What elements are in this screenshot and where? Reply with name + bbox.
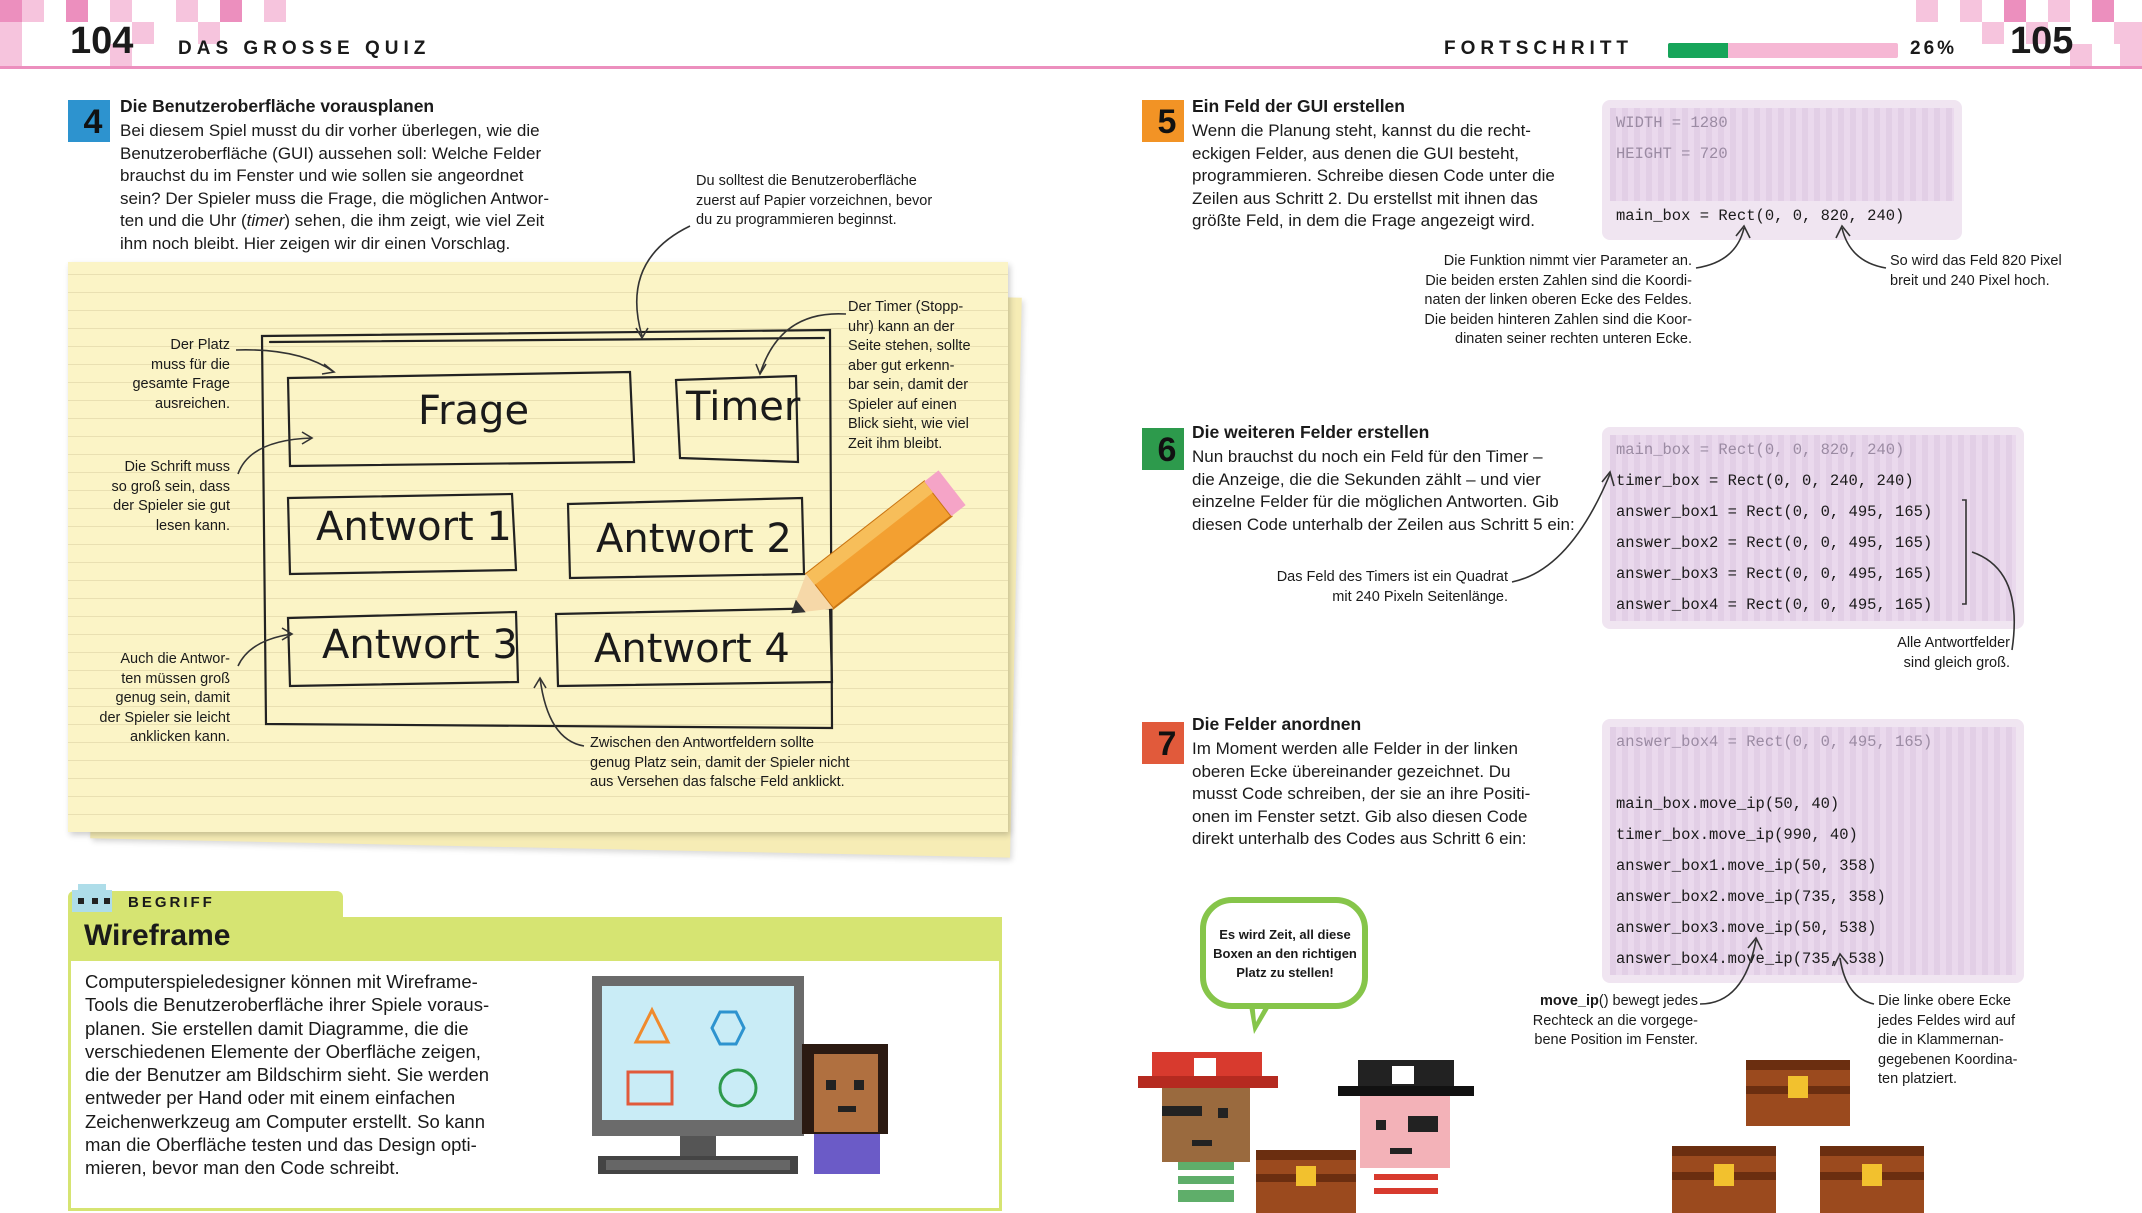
- step-5-title: Ein Feld der GUI erstellen: [1192, 96, 1405, 116]
- step-4-text: Bei diesem Spiel musst du dir vorher übe…: [120, 121, 549, 253]
- code-line: main_box = Rect(0, 0, 820, 240): [1616, 207, 1905, 225]
- code-line: answer_box3 = Rect(0, 0, 495, 165): [1610, 559, 2016, 590]
- header-divider: [0, 66, 2142, 69]
- note-timer-square: Das Feld des Timers ist ein Quadrat mit …: [1276, 569, 1508, 605]
- step-4-badge: 4: [68, 100, 110, 142]
- glossary-title-bar: [68, 917, 1002, 961]
- step-6-badge: 6: [1142, 428, 1184, 470]
- left-page-title: DAS GROSSE QUIZ: [178, 38, 431, 59]
- code-line: answer_box1 = Rect(0, 0, 495, 165): [1610, 497, 2016, 528]
- step-6-code-block: main_box = Rect(0, 0, 820, 240) timer_bo…: [1602, 427, 2024, 629]
- note-rect-parameters: Die Funktion nimmt vier Parameter an. Di…: [1424, 253, 1692, 347]
- code-line: answer_box1.move_ip(50, 358): [1610, 851, 2016, 882]
- step-5-text: Wenn die Planung steht, kannst du die re…: [1192, 121, 1555, 230]
- sketch-question-label: Frage: [418, 388, 530, 434]
- code-line: HEIGHT = 720: [1610, 139, 1954, 170]
- speech-bubble: [1200, 897, 1368, 1009]
- code-line: answer_box4 = Rect(0, 0, 495, 165): [1610, 727, 2016, 758]
- step-5-badge: 5: [1142, 100, 1184, 142]
- note-timer: Der Timer (Stopp- uhr) kann an der Seite…: [848, 299, 971, 452]
- glossary-title: Wireframe: [84, 919, 231, 952]
- code-line: main_box.move_ip(50, 40): [1610, 789, 2016, 820]
- step-7-code-block: answer_box4 = Rect(0, 0, 495, 165) main_…: [1602, 719, 2024, 983]
- step-7-badge: 7: [1142, 722, 1184, 764]
- step-7-text: Im Moment werden alle Felder in der link…: [1192, 739, 1531, 848]
- code-line: timer_box = Rect(0, 0, 240, 240): [1610, 466, 2016, 497]
- step-6-text: Nun brauchst du noch ein Feld für den Ti…: [1192, 447, 1575, 534]
- progress-bar-fill: [1668, 43, 1728, 58]
- pirate-characters-illustration: [1138, 1052, 1474, 1213]
- note-question-space: Der Platz muss für die gesamte Frage aus…: [132, 337, 230, 412]
- note-font-size: Die Schrift muss so groß sein, dass der …: [111, 459, 230, 534]
- treasure-chests-illustration: [1672, 1060, 1924, 1213]
- note-top-left-corner: Die linke obere Ecke jedes Feldes wird a…: [1878, 993, 2018, 1087]
- step-7-title: Die Felder anordnen: [1192, 714, 1362, 734]
- note-paper-first: Du solltest die Benutzeroberfläche zuers…: [696, 173, 933, 228]
- code-line: answer_box2 = Rect(0, 0, 495, 165): [1610, 528, 2016, 559]
- step-5-code-block: WIDTH = 1280 HEIGHT = 720 main_box = Rec…: [1602, 100, 1962, 240]
- note-answer-size: Auch die Antwor- ten müssen groß genug s…: [99, 651, 230, 745]
- code-line: answer_box2.move_ip(735, 358): [1610, 882, 2016, 913]
- code-line: WIDTH = 1280: [1610, 108, 1954, 139]
- note-box-size: So wird das Feld 820 Pixel breit und 240…: [1890, 253, 2062, 289]
- note-move-ip: move_ip() bewegt jedes Rechteck an die v…: [1532, 993, 1698, 1048]
- sketch-answer-4-label: Antwort 4: [594, 626, 790, 672]
- note-answer-gap: Zwischen den Antwortfeldern sollte genug…: [590, 735, 850, 790]
- code-line: [1610, 758, 2016, 789]
- glossary-text: Computerspieledesigner können mit Wirefr…: [85, 971, 490, 1179]
- progress-title: FORTSCHRITT: [1444, 38, 1634, 59]
- progress-bar: [1668, 43, 1898, 58]
- step-4-title: Die Benutzeroberfläche vorausplanen: [120, 96, 435, 116]
- code-line: timer_box.move_ip(990, 40): [1610, 820, 2016, 851]
- sketch-answer-2-label: Antwort 2: [596, 516, 792, 562]
- code-line: [1610, 170, 1954, 201]
- glossary-tab: [68, 891, 343, 917]
- sketch-timer-label: Timer: [686, 384, 801, 430]
- sketch-answer-3-label: Antwort 3: [322, 622, 518, 668]
- code-line: answer_box4 = Rect(0, 0, 495, 165): [1610, 590, 2016, 621]
- code-line: answer_box4.move_ip(735, 538): [1610, 944, 2016, 975]
- glossary-pixel-icon: [72, 884, 112, 912]
- note-equal-answers: Alle Antwortfelder sind gleich groß.: [1897, 635, 2010, 671]
- code-line: main_box = Rect(0, 0, 820, 240): [1610, 435, 2016, 466]
- glossary-label: BEGRIFF: [128, 894, 215, 911]
- sketch-answer-1-label: Antwort 1: [316, 504, 512, 550]
- code-line: answer_box3.move_ip(50, 538): [1610, 913, 2016, 944]
- computer-illustration: [592, 976, 888, 1174]
- speech-bubble-text: Es wird Zeit, all diese Boxen an den ric…: [1213, 927, 1357, 980]
- right-page-number: 105: [2010, 20, 2074, 62]
- left-page-number: 104: [70, 20, 134, 62]
- progress-percent: 26%: [1910, 38, 1958, 59]
- step-6-title: Die weiteren Felder erstellen: [1192, 422, 1430, 442]
